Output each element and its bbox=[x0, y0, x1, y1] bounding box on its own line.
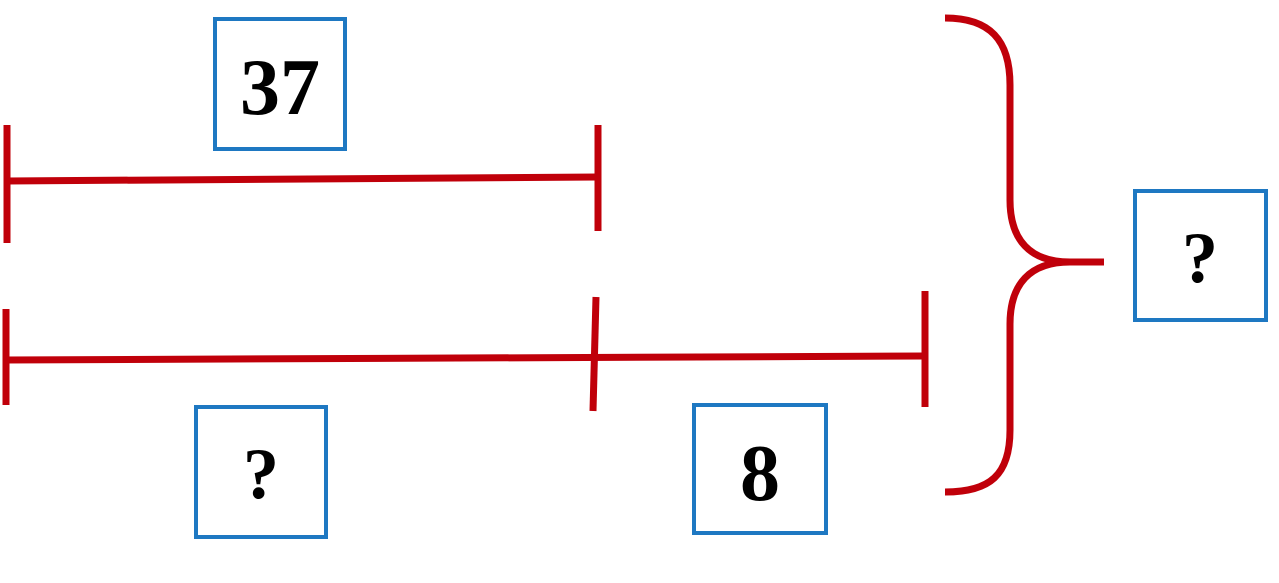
top-segment-bar bbox=[6, 173, 599, 185]
total-label: ? bbox=[1133, 189, 1268, 322]
total-label-text: ? bbox=[1182, 218, 1218, 298]
bottom-segment-middle-tick bbox=[589, 296, 600, 412]
bottom-left-label-text: ? bbox=[243, 434, 279, 514]
bottom-segment-bar bbox=[5, 352, 926, 364]
top-segment bbox=[3, 125, 602, 243]
total-brace bbox=[944, 14, 1104, 496]
top-label: 37 bbox=[213, 17, 347, 151]
total-label-box bbox=[1133, 189, 1268, 322]
bottom-right-label: 8 bbox=[692, 403, 828, 535]
bottom-segment bbox=[2, 291, 929, 412]
bottom-right-label-text: 8 bbox=[740, 430, 780, 518]
bottom-left-label-box bbox=[194, 405, 328, 539]
bottom-left-label: ? bbox=[194, 405, 328, 539]
top-label-box bbox=[213, 17, 347, 151]
bottom-right-label-box bbox=[692, 403, 828, 535]
top-label-text: 37 bbox=[240, 44, 320, 132]
